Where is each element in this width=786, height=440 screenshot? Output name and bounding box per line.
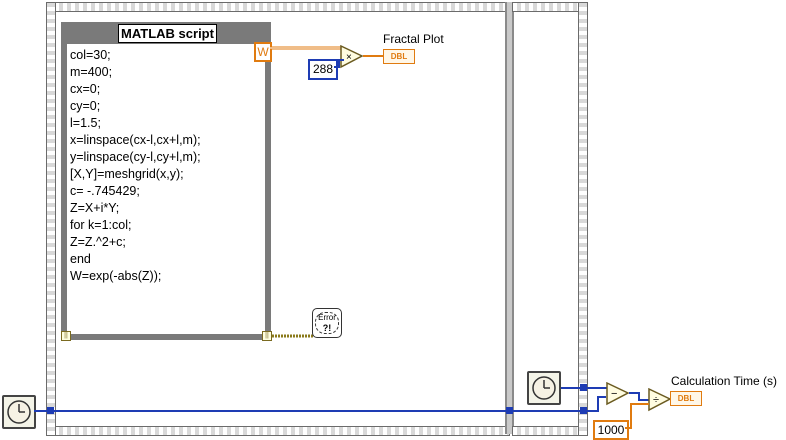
start-time-wire xyxy=(34,410,584,412)
tick-count-end[interactable] xyxy=(527,371,561,405)
error-out-terminal[interactable]: || xyxy=(262,331,272,341)
divide-node[interactable]: ÷ xyxy=(648,388,672,412)
diff-wire xyxy=(629,392,649,401)
script-code-line[interactable]: cy=0; xyxy=(70,99,101,113)
calc-time-label: Calculation Time (s) xyxy=(671,374,778,388)
frame-divider-1 xyxy=(505,2,514,434)
constant-288[interactable]: 288 xyxy=(308,59,338,80)
clock-icon-2 xyxy=(532,376,556,400)
tunnel-out-frame1 xyxy=(506,407,513,414)
error-wire xyxy=(272,334,314,338)
svg-text:×: × xyxy=(346,52,352,63)
error-in-terminal[interactable]: || xyxy=(61,331,71,341)
error-cluster-indicator[interactable]: Error?! xyxy=(312,308,342,338)
matlab-script-node[interactable]: MATLAB script col=30; m=400; cx=0; cy=0; l=1… xyxy=(61,22,272,341)
frame1-left-strip xyxy=(46,2,56,436)
script-code-line[interactable]: W=exp(-abs(Z)); xyxy=(70,269,162,283)
clock-icon-1 xyxy=(7,400,31,424)
subtract-node[interactable]: − xyxy=(606,382,630,406)
dbl-wire-plot xyxy=(363,55,383,57)
script-code-line[interactable]: end xyxy=(70,252,91,266)
script-code-line[interactable]: y=linspace(cy-l,cy+l,m); xyxy=(70,150,201,164)
multiply-node[interactable]: × xyxy=(340,45,364,69)
script-code-line[interactable]: col=30; xyxy=(70,48,111,62)
script-code-line[interactable]: m=400; xyxy=(70,65,113,79)
frame2-top-strip xyxy=(512,2,582,12)
frame1-top-strip xyxy=(46,2,510,12)
script-code-line[interactable]: c= -.745429; xyxy=(70,184,140,198)
fractal-plot-indicator[interactable]: DBL xyxy=(383,49,415,64)
tunnel-in-frame2-start xyxy=(580,407,587,414)
frame2-bottom-strip xyxy=(512,426,582,436)
svg-text:÷: ÷ xyxy=(653,394,659,406)
script-code-line[interactable]: [X,Y]=meshgrid(x,y); xyxy=(70,167,184,181)
script-code-line[interactable]: x=linspace(cx-l,cx+l,m); xyxy=(70,133,201,147)
script-code-area[interactable]: col=30; m=400; cx=0; cy=0; l=1.5; x=linspace(… xyxy=(67,44,265,334)
script-code-line[interactable]: for k=1:col; xyxy=(70,218,132,232)
tunnel-out-frame2-end xyxy=(580,384,587,391)
script-code-line[interactable]: Z=Z.^2+c; xyxy=(70,235,126,249)
tick-count-start[interactable] xyxy=(2,395,36,429)
start-to-subtract-wire xyxy=(586,396,606,412)
frame2-right-strip xyxy=(578,2,588,436)
script-code-line[interactable]: l=1.5; xyxy=(70,116,101,130)
output-variable-terminal[interactable]: W xyxy=(254,42,272,62)
frame1-bottom-strip xyxy=(46,426,510,436)
script-code-line[interactable]: cx=0; xyxy=(70,82,101,96)
dbl-tag-1: DBL xyxy=(390,52,408,61)
script-code-line[interactable]: Z=X+i*Y; xyxy=(70,201,120,215)
svg-text:−: − xyxy=(611,388,617,400)
error-text: Error xyxy=(318,313,336,322)
dbl-wire-w xyxy=(270,46,342,50)
script-node-title: MATLAB script xyxy=(118,24,217,43)
tunnel-in-frame1 xyxy=(47,407,54,414)
constant-1000[interactable]: 1000 xyxy=(593,420,629,440)
calc-time-indicator[interactable]: DBL xyxy=(670,391,702,406)
i32-wire-288 xyxy=(334,59,344,68)
dbl-tag-2: DBL xyxy=(677,394,695,403)
divisor-wire xyxy=(625,403,649,429)
fractal-plot-label: Fractal Plot xyxy=(383,32,444,46)
